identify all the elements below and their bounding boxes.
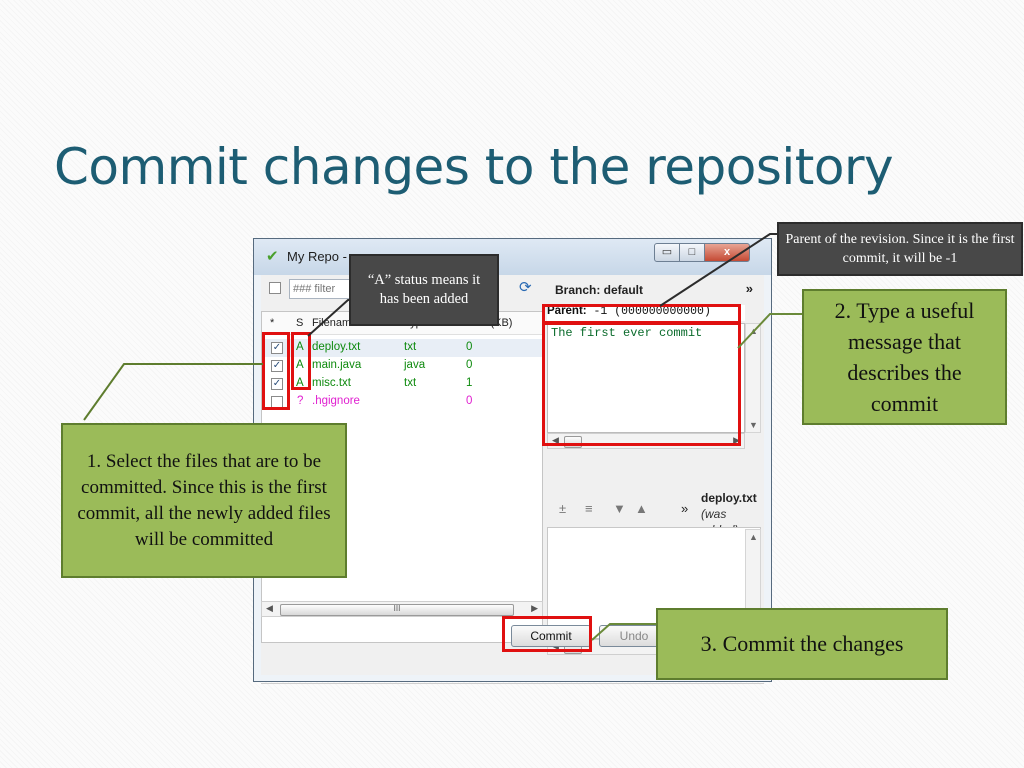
row-filename: main.java: [312, 359, 362, 371]
row-filename: .hgignore: [312, 395, 360, 407]
scroll-thumb[interactable]: III: [280, 604, 514, 616]
row-checkbox[interactable]: ✓: [271, 378, 283, 390]
diff-toolbar: ± ≡ ▼ ▲ »: [547, 497, 697, 521]
refresh-icon[interactable]: ⟳: [519, 279, 532, 296]
parent-callout-text: Parent of the revision. Since it is the …: [785, 232, 1015, 266]
branch-label[interactable]: Branch: default: [555, 283, 644, 297]
row-type: java: [404, 359, 426, 371]
table-row[interactable]: ✓ A deploy.txt txt 0: [262, 339, 542, 357]
step2-callout-text: 2. Type a useful message that describes …: [834, 298, 975, 416]
commit-highlight: [502, 616, 592, 652]
row-filename: misc.txt: [312, 377, 351, 389]
row-size: 1: [466, 377, 473, 389]
row-status: A: [296, 359, 304, 371]
table-row[interactable]: ✓ A misc.txt txt 1: [262, 375, 542, 393]
step3-callout: 3. Commit the changes: [656, 608, 948, 680]
step3-connector: [591, 623, 657, 641]
row-type: txt: [404, 377, 417, 389]
scroll-right-icon[interactable]: ▶: [733, 435, 740, 445]
status-callout-text: “A” status means it has been added: [367, 272, 481, 307]
step1-callout: 1. Select the files that are to be commi…: [61, 423, 347, 578]
status-connector: [307, 299, 350, 337]
row-type: txt: [404, 341, 417, 353]
step3-callout-text: 3. Commit the changes: [700, 631, 904, 656]
step1-connector: [83, 363, 263, 421]
status-callout: “A” status means it has been added: [349, 254, 499, 326]
parent-connector: [659, 233, 778, 307]
step2-connector: [737, 313, 803, 349]
checkbox-highlight: [262, 332, 290, 410]
status-bar: [261, 683, 764, 704]
prev-hunk-icon[interactable]: ▲: [635, 501, 648, 516]
row-status: A: [296, 341, 304, 353]
row-checkbox[interactable]: ✓: [271, 360, 283, 372]
collapse-hunk-icon[interactable]: ≡: [585, 501, 593, 516]
parent-label: Parent:: [547, 305, 587, 317]
select-all-checkbox[interactable]: [269, 282, 281, 294]
window-title: My Repo -: [287, 249, 347, 264]
commit-message-input[interactable]: The first ever commit: [547, 323, 745, 433]
branch-bar: Branch: default »: [547, 275, 761, 303]
parent-revision: Parent: -1 (000000000000): [547, 305, 745, 321]
diff-file-name: deploy.txt: [701, 491, 757, 505]
scroll-down-icon[interactable]: ▼: [749, 420, 758, 430]
status-highlight: [291, 332, 311, 390]
message-highlight: [542, 322, 741, 446]
diff-more-chevron-icon[interactable]: »: [681, 501, 689, 516]
scroll-up-icon[interactable]: ▲: [749, 532, 758, 542]
parent-callout: Parent of the revision. Since it is the …: [777, 222, 1023, 276]
maximize-button[interactable]: □: [679, 243, 705, 262]
scroll-left-icon[interactable]: ◀: [552, 435, 559, 445]
row-filename: deploy.txt: [312, 341, 361, 353]
file-list-hscrollbar[interactable]: ◀ III ▶: [261, 601, 543, 617]
row-size: 0: [466, 341, 473, 353]
row-size: 0: [466, 395, 473, 407]
commit-button[interactable]: Commit: [511, 625, 591, 647]
col-filename[interactable]: Filename: [312, 317, 358, 329]
expand-hunk-icon[interactable]: ±: [559, 501, 567, 516]
more-chevron-icon[interactable]: »: [745, 281, 753, 296]
slide-title: Commit changes to the repository: [54, 138, 894, 196]
tortoisehg-check-icon: ✔: [266, 248, 279, 265]
row-checkbox[interactable]: ✓: [271, 342, 283, 354]
col-status[interactable]: S: [296, 317, 304, 329]
row-status: ?: [297, 395, 304, 407]
row-size: 0: [466, 359, 473, 371]
scroll-right-icon[interactable]: ▶: [531, 603, 538, 613]
row-status: A: [296, 377, 304, 389]
diff-file-note: (was: [701, 507, 727, 521]
table-row[interactable]: ✓ A main.java java 0: [262, 357, 542, 375]
window-titlebar[interactable]: ✔ My Repo - ▭ □ x: [254, 239, 771, 275]
next-hunk-icon[interactable]: ▼: [613, 501, 626, 516]
parent-value: -1 (000000000000): [593, 305, 711, 318]
col-checked[interactable]: *: [270, 317, 275, 329]
scroll-left-icon[interactable]: ◀: [266, 603, 273, 613]
step1-callout-text: 1. Select the files that are to be commi…: [77, 450, 331, 550]
step2-callout: 2. Type a useful message that describes …: [802, 289, 1007, 425]
